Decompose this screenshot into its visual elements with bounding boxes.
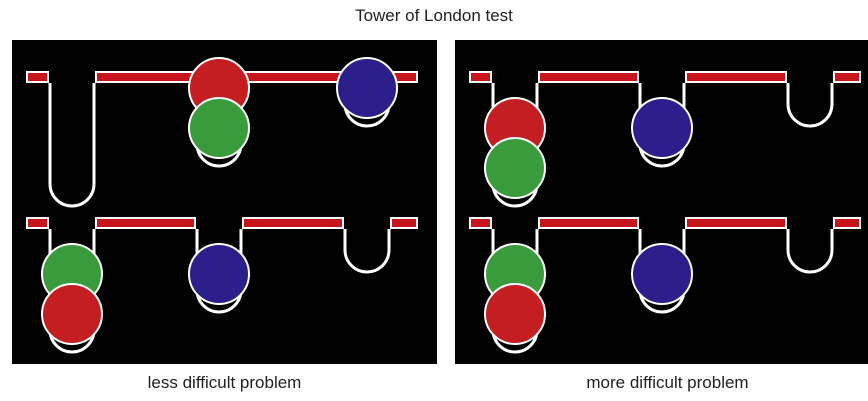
green-ball <box>188 97 250 159</box>
rod-segment <box>833 217 861 229</box>
rod-segment <box>685 217 787 229</box>
board-goal <box>26 217 418 354</box>
rod-segment <box>469 217 492 229</box>
rod-segment <box>95 71 196 83</box>
rod-segment <box>26 71 49 83</box>
figure-title: Tower of London test <box>355 6 513 25</box>
board-goal <box>469 217 861 354</box>
panel-less-difficult-drawing <box>12 40 437 364</box>
rod-segment <box>26 217 49 229</box>
panel-more-difficult <box>455 40 868 364</box>
peg-slot-3 <box>786 229 834 274</box>
peg-slot-1 <box>48 83 96 208</box>
board-start <box>26 57 418 208</box>
rod-segment <box>685 71 787 83</box>
panel-more-difficult-drawing <box>455 40 868 364</box>
peg-slot-3 <box>343 229 391 274</box>
green-ball <box>484 137 546 199</box>
blue-ball <box>631 243 693 305</box>
blue-ball <box>631 97 693 159</box>
blue-ball <box>188 243 250 305</box>
rod-segment <box>242 71 344 83</box>
rod-segment <box>538 217 639 229</box>
rod-segment <box>469 71 492 83</box>
rod-segment <box>833 71 861 83</box>
peg-slot-3 <box>786 83 834 128</box>
red-ball <box>484 283 546 345</box>
board-start <box>469 71 861 208</box>
red-ball <box>41 283 103 345</box>
panel-less-difficult <box>12 40 437 364</box>
rod-segment <box>538 71 639 83</box>
blue-ball <box>336 57 398 119</box>
caption-less-difficult: less difficult problem <box>147 373 302 392</box>
rod-segment <box>95 217 196 229</box>
rod-segment <box>242 217 344 229</box>
rod-segment <box>390 217 418 229</box>
caption-more-difficult: more difficult problem <box>586 373 749 392</box>
